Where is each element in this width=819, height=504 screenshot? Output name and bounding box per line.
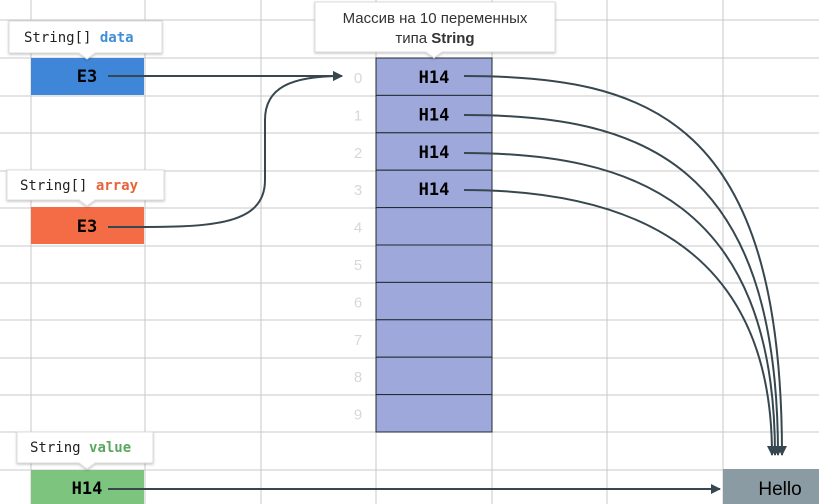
value-variable-label xyxy=(16,431,154,470)
svg-text:String[] data: String[] data xyxy=(24,30,134,46)
array-index-5: 5 xyxy=(354,257,362,274)
array-cell-value-2: H14 xyxy=(419,143,450,163)
array-index-6: 6 xyxy=(354,294,362,311)
array-variable-type: String[] xyxy=(20,178,87,194)
string-object-cell xyxy=(723,469,819,504)
value-variable-name: value xyxy=(89,440,131,456)
value-variable-type: String xyxy=(30,440,81,456)
array-cell-8 xyxy=(375,356,493,396)
reference-arrows xyxy=(107,71,787,494)
array-variable-cell xyxy=(31,207,144,244)
array-cell-4 xyxy=(375,207,493,246)
array-caption-box xyxy=(314,1,556,59)
array-variable-value: E3 xyxy=(77,217,97,237)
data-variable-value: E3 xyxy=(77,67,97,87)
array-cell-3 xyxy=(375,169,493,209)
array-cell-7 xyxy=(375,319,493,358)
array-variable-name: array xyxy=(96,178,139,194)
array-variable-label xyxy=(6,169,165,207)
svg-text:типа String: типа String xyxy=(395,30,474,47)
array-cell-value-0: H14 xyxy=(419,68,450,88)
array-index-4: 4 xyxy=(354,220,362,237)
cell3-to-hello-arrow xyxy=(463,189,777,456)
cell2-to-hello-arrow xyxy=(463,152,780,456)
svg-text:String value: String value xyxy=(30,440,131,456)
array-index-2: 2 xyxy=(354,145,362,162)
cell1-to-hello-arrow xyxy=(463,114,783,456)
array-index-1: 1 xyxy=(354,107,362,124)
array-cell-9 xyxy=(375,394,493,433)
array-cell-5 xyxy=(375,244,493,283)
array-to-array-arrow xyxy=(107,71,343,229)
cell0-to-hello-arrow xyxy=(463,75,787,456)
data-variable-name: data xyxy=(100,30,134,46)
value-variable-cell xyxy=(31,470,144,504)
string-object-text: Hello xyxy=(758,479,801,500)
array-caption-prefix: типа xyxy=(395,30,431,47)
array-index-3: 3 xyxy=(354,182,362,199)
array-index-7: 7 xyxy=(354,332,362,349)
array-cell-2 xyxy=(375,132,493,171)
data-variable-type: String[] xyxy=(24,30,91,46)
array-cell-value-3: H14 xyxy=(419,180,450,200)
data-variable-label xyxy=(8,20,163,60)
value-variable-value: H14 xyxy=(72,479,103,499)
array-caption-line1: Массив на 10 переменных xyxy=(343,10,528,27)
array-index-0: 0 xyxy=(354,70,362,87)
array-cell-value-1: H14 xyxy=(419,105,450,125)
svg-text:String[] array: String[] array xyxy=(20,178,139,194)
array-index-9: 9 xyxy=(354,407,362,424)
array-caption-type: String xyxy=(431,30,474,47)
array-cell-6 xyxy=(375,281,493,321)
array-index-8: 8 xyxy=(354,369,362,386)
